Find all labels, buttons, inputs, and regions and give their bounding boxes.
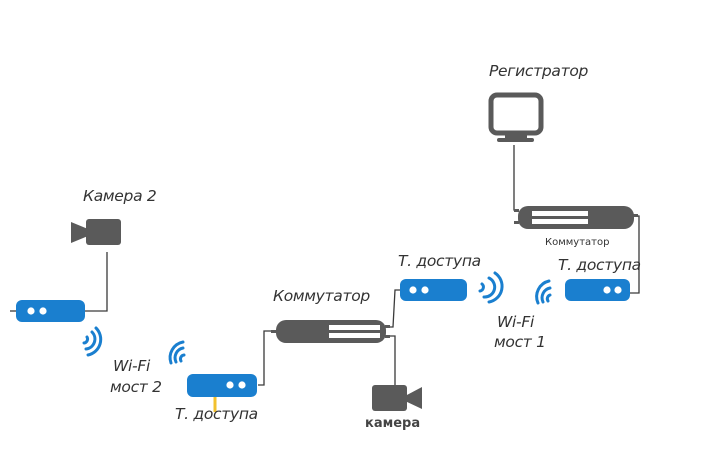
access-point-bottom bbox=[187, 374, 257, 397]
switch-top bbox=[514, 206, 638, 229]
wifi-icon-bridge-2-right-facing bbox=[82, 326, 103, 357]
wifi-bridge-1-label-line1: Wi-Fi bbox=[497, 313, 534, 331]
wifi-bridge-2-label-line2: мост 2 bbox=[110, 378, 162, 396]
wifi-icon-bridge-1-right-facing bbox=[478, 271, 504, 304]
wire-recorder-switch-top bbox=[513, 145, 518, 211]
access-point-left bbox=[16, 300, 85, 322]
wire-ap-mid-switch-mid bbox=[386, 289, 400, 328]
switch-top-label: Коммутатор bbox=[545, 237, 610, 248]
wifi-icon-bridge-2-left-facing bbox=[168, 340, 186, 365]
camera-2-label: Камера 2 bbox=[83, 187, 157, 205]
wire-switch-mid-ap-bottom bbox=[258, 330, 276, 386]
access-point-top-right bbox=[565, 279, 630, 301]
monitor-icon bbox=[488, 92, 544, 142]
switch-mid bbox=[271, 320, 390, 343]
camera-icon-2 bbox=[71, 219, 121, 245]
switch-mid-label: Коммутатор bbox=[273, 287, 370, 305]
camera-icon-mid bbox=[372, 385, 422, 411]
wifi-bridge-2-label-line1: Wi-Fi bbox=[113, 357, 150, 375]
wire-ap-left-camera-2 bbox=[85, 252, 108, 312]
wire-switch-top-ap-top-right bbox=[630, 215, 640, 294]
access-point-top-right-label: Т. доступа bbox=[558, 256, 641, 274]
access-point-mid-label: Т. доступа bbox=[398, 252, 481, 270]
wifi-icon-bridge-1-left-facing bbox=[535, 279, 552, 305]
access-point-bottom-label: Т. доступа bbox=[175, 405, 258, 423]
camera-mid-label: камера bbox=[365, 416, 421, 431]
wire-switch-mid-camera bbox=[386, 335, 396, 386]
access-point-mid bbox=[400, 279, 467, 301]
wifi-bridge-1-label-line2: мост 1 bbox=[494, 333, 546, 351]
recorder-label: Регистратор bbox=[489, 62, 589, 80]
